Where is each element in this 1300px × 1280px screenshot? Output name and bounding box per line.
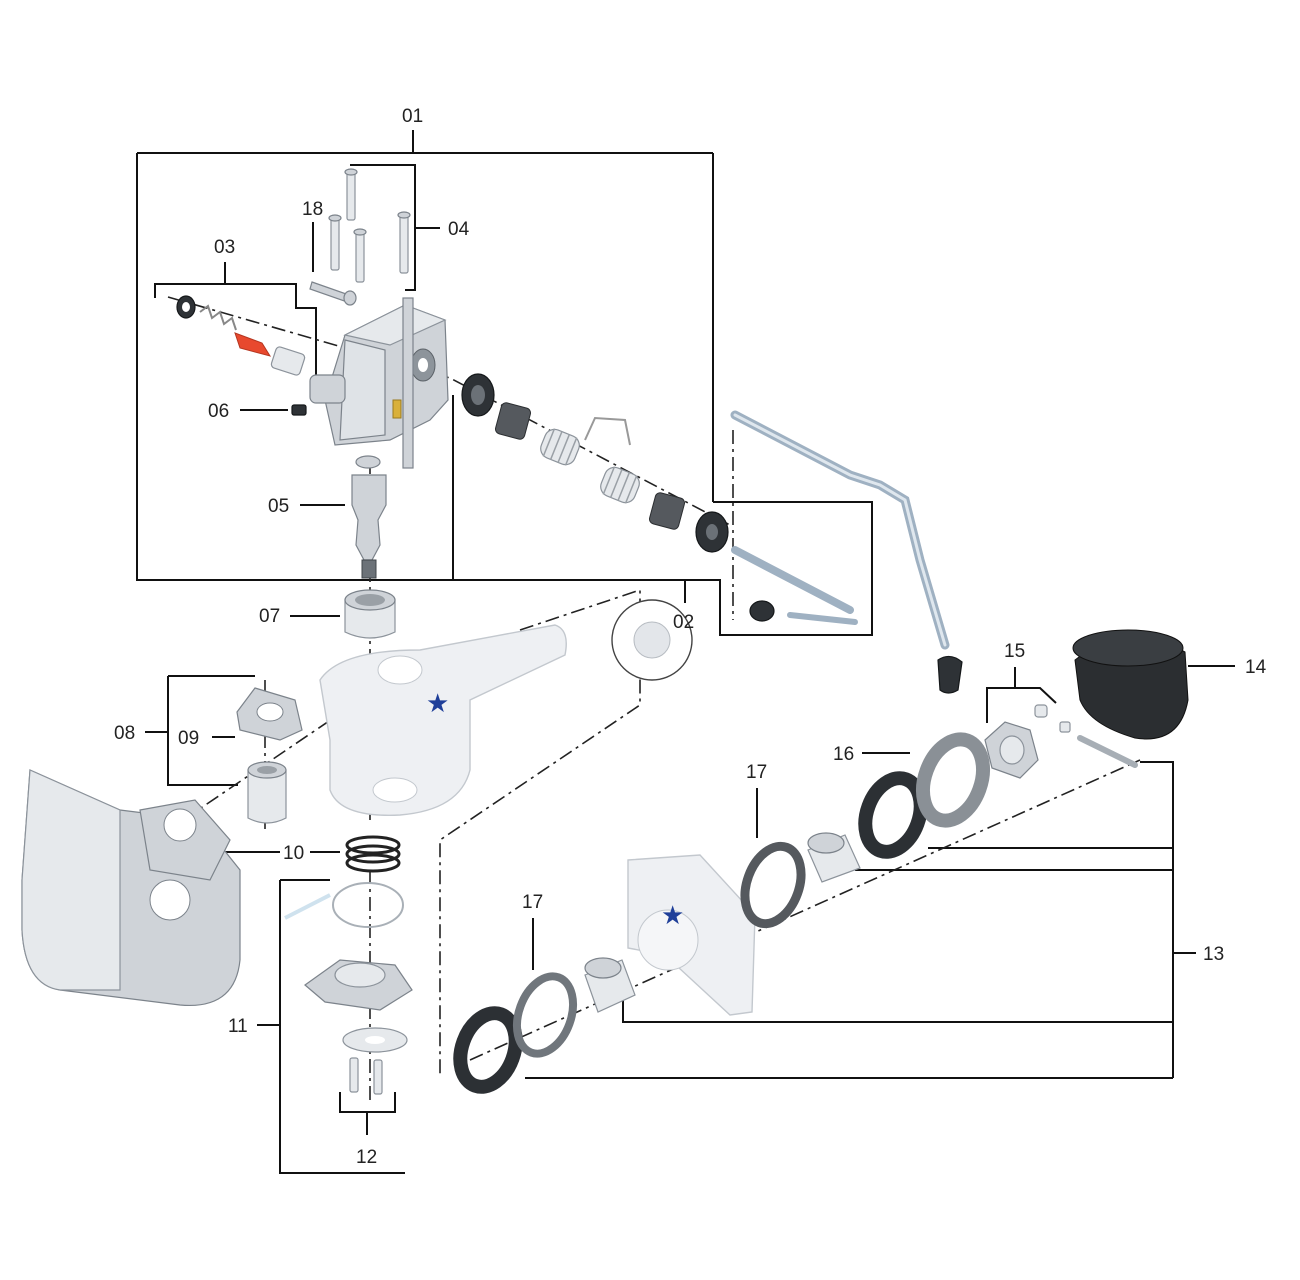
frame-01 [136, 130, 714, 581]
label-03: 03 [214, 237, 235, 258]
label-10: 10 [283, 843, 304, 864]
frame-12 [339, 1092, 396, 1135]
sleeve-hub-b [807, 832, 861, 883]
label-04: 04 [448, 219, 470, 240]
star-icon: ★ [426, 689, 449, 719]
pin-18 [309, 281, 357, 306]
label-17-lower: 17 [522, 892, 543, 913]
washer-16 [916, 732, 990, 828]
snap-ring-10 [345, 835, 401, 873]
frame-11 [257, 879, 405, 1174]
frame-08 [145, 675, 255, 786]
label-18: 18 [302, 199, 323, 220]
screw-06 [291, 404, 307, 416]
spring-assembly [461, 373, 729, 553]
frame-04 [350, 164, 440, 291]
label-11: 11 [228, 1016, 248, 1037]
label-13: 13 [1203, 944, 1224, 965]
label-17-upper: 17 [746, 762, 767, 783]
label-12: 12 [356, 1147, 377, 1168]
bolt-15 [1034, 704, 1138, 768]
coupling-housing [309, 297, 449, 469]
seal-ring [858, 771, 928, 859]
ball-pin-05 [351, 455, 387, 579]
hub-housing-ghost [627, 854, 756, 1016]
inset-circle-02 [611, 599, 693, 681]
label-06: 06 [208, 401, 229, 422]
frame-03 [154, 262, 317, 388]
label-14: 14 [1245, 657, 1267, 678]
label-08: 08 [114, 723, 135, 744]
label-05: 05 [268, 496, 289, 517]
frame-15 [986, 667, 1057, 723]
bolts-04 [328, 168, 411, 283]
star-icon: ★ [661, 901, 684, 931]
washer-17b [453, 1006, 523, 1094]
leader-lines [136, 130, 1235, 1174]
cap-14 [1072, 629, 1189, 740]
label-09: 09 [178, 728, 199, 749]
retainer-11 [284, 882, 413, 1053]
bolts-12 [349, 1057, 383, 1095]
frame-13 [525, 761, 1196, 1079]
label-01: 01 [402, 106, 423, 127]
mounting-plate [21, 769, 241, 1007]
label-07: 07 [259, 606, 280, 627]
frame-02 [452, 395, 873, 636]
label-16: 16 [833, 744, 854, 765]
axis-return [439, 588, 641, 1075]
sleeve-08 [247, 761, 287, 824]
nut-15 [984, 721, 1039, 779]
bushing-07 [344, 589, 396, 639]
label-15: 15 [1004, 641, 1025, 662]
washer-17a [740, 841, 806, 929]
sleeve-hub-a [584, 957, 636, 1013]
handle-lever [730, 410, 963, 694]
lock-set-03 [176, 295, 306, 376]
part-labels: 01 02 03 04 05 06 07 08 09 10 11 12 13 1… [114, 106, 1267, 1168]
wear-plate-09 [236, 687, 303, 741]
label-02: 02 [673, 612, 694, 633]
washer-17b-grey [512, 972, 578, 1058]
towing-eye-ghost [319, 624, 567, 816]
